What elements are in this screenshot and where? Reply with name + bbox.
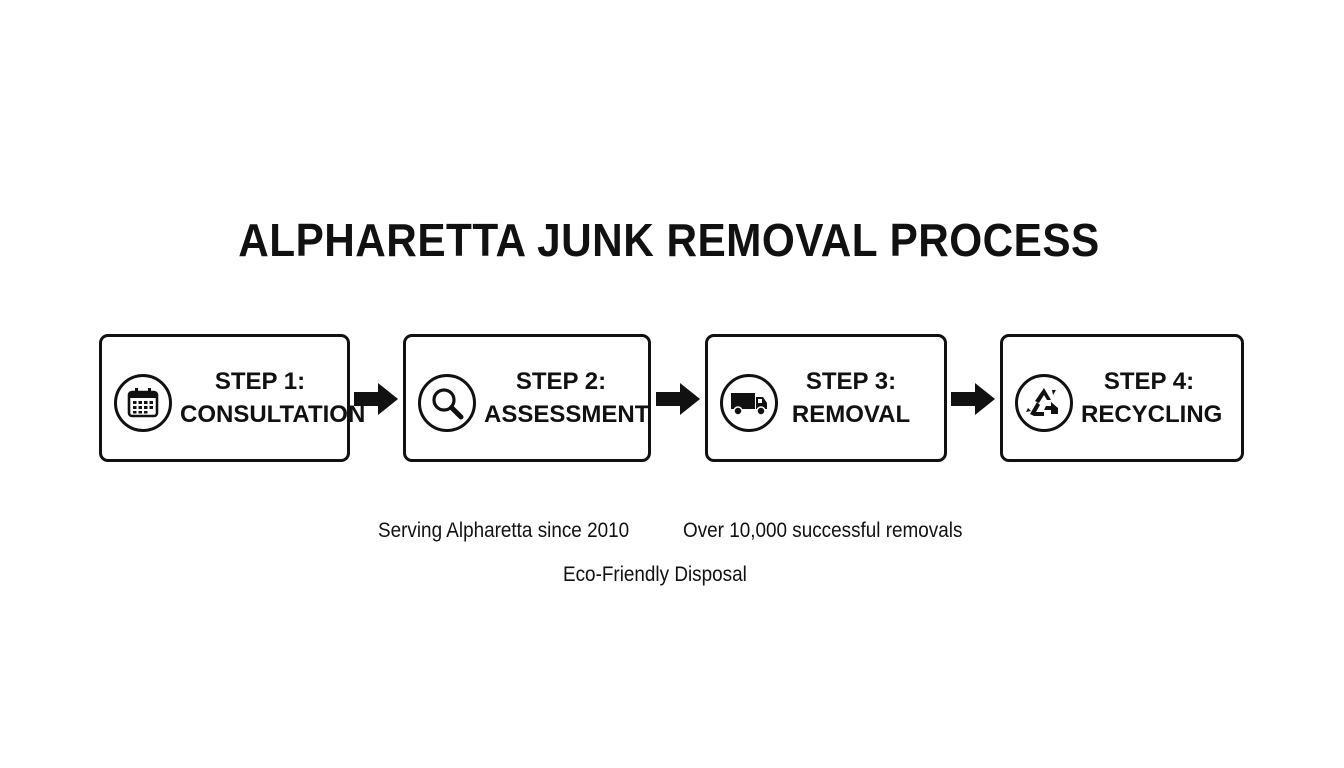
step-3-name: REMOVAL bbox=[791, 401, 911, 428]
step-3-label: STEP 3: bbox=[805, 368, 897, 395]
arrow-right-icon bbox=[656, 383, 700, 415]
calendar-icon bbox=[114, 374, 172, 432]
arrow-right-icon bbox=[354, 383, 398, 415]
step-recycling: STEP 4: RECYCLING bbox=[1000, 334, 1244, 462]
step-4-name: RECYCLING bbox=[1081, 401, 1223, 428]
step-1-label: STEP 1: bbox=[214, 368, 306, 395]
step-1-name: CONSULTATION bbox=[180, 401, 366, 428]
step-removal: STEP 3: REMOVAL bbox=[705, 334, 947, 462]
arrow-right-icon bbox=[951, 383, 995, 415]
recycle-icon bbox=[1015, 374, 1073, 432]
step-assessment: STEP 2: ASSESSMENT bbox=[403, 334, 651, 462]
step-4-text: STEP 4: RECYCLING bbox=[1081, 365, 1223, 431]
step-2-text: STEP 2: ASSESSMENT bbox=[484, 365, 650, 431]
note-serving-since: Serving Alpharetta since 2010 bbox=[378, 519, 630, 542]
note-eco-friendly: Eco-Friendly Disposal bbox=[563, 563, 747, 586]
diagram-title: ALPHARETTA JUNK REMOVAL PROCESS bbox=[238, 214, 1100, 266]
magnifier-icon bbox=[418, 374, 476, 432]
step-consultation: STEP 1: CONSULTATION bbox=[99, 334, 366, 462]
step-1-text: STEP 1: CONSULTATION bbox=[180, 365, 366, 431]
step-2-label: STEP 2: bbox=[515, 368, 607, 395]
note-successful-removals: Over 10,000 successful removals bbox=[683, 519, 963, 542]
step-4-label: STEP 4: bbox=[1103, 368, 1195, 395]
step-3-text: STEP 3: REMOVAL bbox=[786, 365, 916, 431]
truck-icon bbox=[720, 374, 778, 432]
step-2-name: ASSESSMENT bbox=[484, 401, 650, 428]
